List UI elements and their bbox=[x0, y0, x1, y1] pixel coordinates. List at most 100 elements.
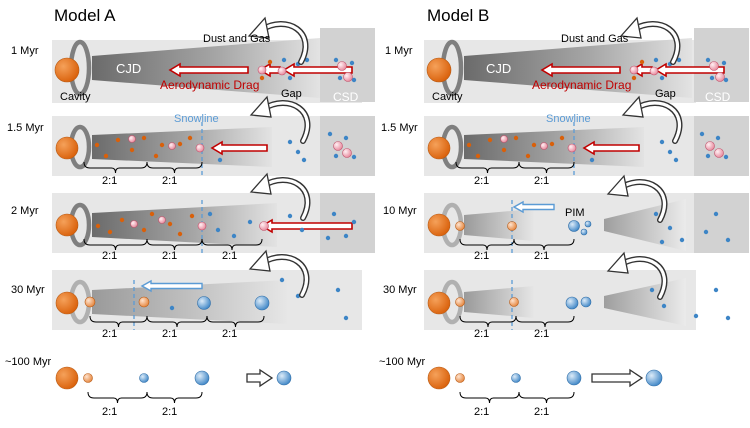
a-row2-rock-8 bbox=[187, 135, 193, 141]
a-row2-ice-5 bbox=[351, 154, 357, 160]
b-row1-ice-6 bbox=[709, 75, 715, 81]
a-row3-ice-9 bbox=[325, 235, 331, 241]
a-cjd-label: CJD bbox=[116, 61, 142, 76]
a-row2-rock-7 bbox=[159, 142, 165, 148]
a-row1-rock-0 bbox=[259, 75, 265, 81]
b-time-2: 1.5 Myr bbox=[381, 122, 418, 134]
a-row3-pebble-4 bbox=[259, 221, 269, 231]
b-r5-ratio1: 2:1 bbox=[474, 406, 490, 418]
b-row3-pim-1 bbox=[584, 220, 592, 228]
b-row2-ice-3 bbox=[699, 131, 705, 137]
b-row3-ice-5 bbox=[703, 229, 709, 235]
b-row2-ice-6 bbox=[705, 153, 711, 159]
a-row4-star bbox=[55, 291, 79, 315]
b-row2-ice-7 bbox=[589, 157, 595, 163]
a-row3-brace-3 bbox=[201, 238, 263, 251]
b-time-5: ~100 Myr bbox=[379, 356, 426, 368]
b-row2-curved-arrow-body bbox=[633, 101, 682, 143]
a-row2-curved-arrow-body bbox=[261, 101, 310, 143]
a-row1-pebble-2 bbox=[277, 66, 287, 76]
b-row1-pebble-3 bbox=[709, 61, 719, 71]
a-row3-rock-5 bbox=[167, 221, 173, 227]
model-b-title: Model B bbox=[427, 6, 490, 25]
a-row3-brace-2 bbox=[146, 238, 203, 251]
b-snowline-label: Snowline bbox=[546, 113, 591, 125]
a-row2-star bbox=[55, 136, 79, 160]
b-row2-rock-0 bbox=[466, 142, 472, 148]
a-r2-ratio2: 2:1 bbox=[162, 175, 178, 187]
a-row3-ice-8 bbox=[351, 219, 357, 225]
a-row4-disk bbox=[92, 280, 287, 324]
a-row2-rock-3 bbox=[129, 147, 135, 153]
b-gap-label: Gap bbox=[655, 88, 676, 100]
a-row2-curved-arrow-head bbox=[249, 95, 272, 118]
b-row1-pebble-1 bbox=[629, 65, 639, 75]
b-row4-planet-1 bbox=[455, 297, 465, 307]
b-row5-planet-2 bbox=[511, 373, 521, 383]
b-row2-rock-7 bbox=[531, 142, 537, 148]
a-row3-rock-0 bbox=[95, 223, 101, 229]
b-row3-star bbox=[427, 213, 451, 237]
b-row2-brace-2 bbox=[518, 161, 575, 174]
a-dust-gas-label: Dust and Gas bbox=[203, 33, 271, 45]
b-row3-brace-2 bbox=[513, 238, 575, 251]
a-row1-drag-arrow-1 bbox=[168, 62, 249, 78]
a-row1-ice-0 bbox=[281, 57, 287, 63]
b-row2-rock-2 bbox=[487, 137, 493, 143]
a-row4-brace-1 bbox=[89, 315, 148, 328]
b-row2-curved-arrow-head bbox=[621, 95, 644, 118]
a-row1-pebble-3 bbox=[337, 61, 347, 71]
a-row1-curved-arrow-head bbox=[247, 16, 270, 39]
a-row3-rock-2 bbox=[119, 217, 125, 223]
a-row4-planet-2 bbox=[138, 296, 150, 308]
a-time-5: ~100 Myr bbox=[5, 356, 52, 368]
a-time-2: 1.5 Myr bbox=[7, 122, 44, 134]
a-cavity-label: Cavity bbox=[60, 91, 91, 103]
a-row5-arrow bbox=[246, 368, 274, 388]
b-row4-planet-2 bbox=[509, 297, 519, 307]
b-row1-ice-2 bbox=[659, 75, 665, 81]
b-row2-ice-2 bbox=[673, 157, 679, 163]
a-row2-pebble-5 bbox=[342, 148, 352, 158]
b-row5-planet-4 bbox=[645, 369, 663, 387]
b-row3-inner-disk bbox=[464, 209, 534, 241]
a-row2-disk bbox=[92, 127, 272, 167]
b-cjd-label: CJD bbox=[486, 61, 512, 76]
a-row3-rock-3 bbox=[141, 227, 147, 233]
b-row3-ice-2 bbox=[659, 239, 665, 245]
b-row2-rock-6 bbox=[549, 141, 555, 147]
b-row3-planet-2 bbox=[507, 221, 517, 231]
b-row2-ice-0 bbox=[659, 139, 665, 145]
b-row3-ice-3 bbox=[713, 211, 719, 217]
a-row1-ice-7 bbox=[304, 57, 310, 63]
b-r3-ratio2: 2:1 bbox=[534, 250, 550, 262]
b-row2-disk bbox=[464, 127, 644, 167]
a-row5-planet-4 bbox=[276, 370, 292, 386]
b-row5-planet-1 bbox=[455, 373, 465, 383]
a-time-3: 2 Myr bbox=[11, 205, 39, 217]
a-r3-ratio1: 2:1 bbox=[102, 250, 118, 262]
a-r5-ratio2: 2:1 bbox=[162, 406, 178, 418]
a-row2-brace-2 bbox=[146, 161, 203, 174]
a-r5-ratio1: 2:1 bbox=[102, 406, 118, 418]
a-row4-ice-3 bbox=[335, 287, 341, 293]
a-row5-brace-2 bbox=[146, 391, 203, 404]
b-row5-brace-2 bbox=[518, 391, 575, 404]
a-row4-blue-arrow bbox=[140, 279, 203, 293]
a-row4-curved-arrow-head bbox=[248, 249, 271, 272]
b-row3-ice-1 bbox=[667, 225, 673, 231]
a-row4-brace-2 bbox=[146, 315, 208, 328]
a-row3-brace-1 bbox=[83, 238, 148, 251]
b-row3-blue-arrow bbox=[512, 200, 555, 214]
a-r4-ratio3: 2:1 bbox=[222, 328, 238, 340]
a-drag-label: Aerodynamic Drag bbox=[160, 78, 260, 92]
b-row4-curved-arrow-body bbox=[618, 257, 667, 299]
b-row1-rock-1 bbox=[639, 59, 645, 65]
a-row4-ice-1 bbox=[279, 277, 285, 283]
b-row1-drag-arrow-3 bbox=[654, 62, 725, 78]
b-row3-pim-2 bbox=[580, 228, 588, 236]
a-row5-planet-3 bbox=[194, 370, 210, 386]
a-row3-curved-arrow-body bbox=[261, 178, 310, 220]
b-row1-curved-arrow-head bbox=[619, 16, 642, 39]
b-pim-label: PIM bbox=[565, 207, 585, 219]
